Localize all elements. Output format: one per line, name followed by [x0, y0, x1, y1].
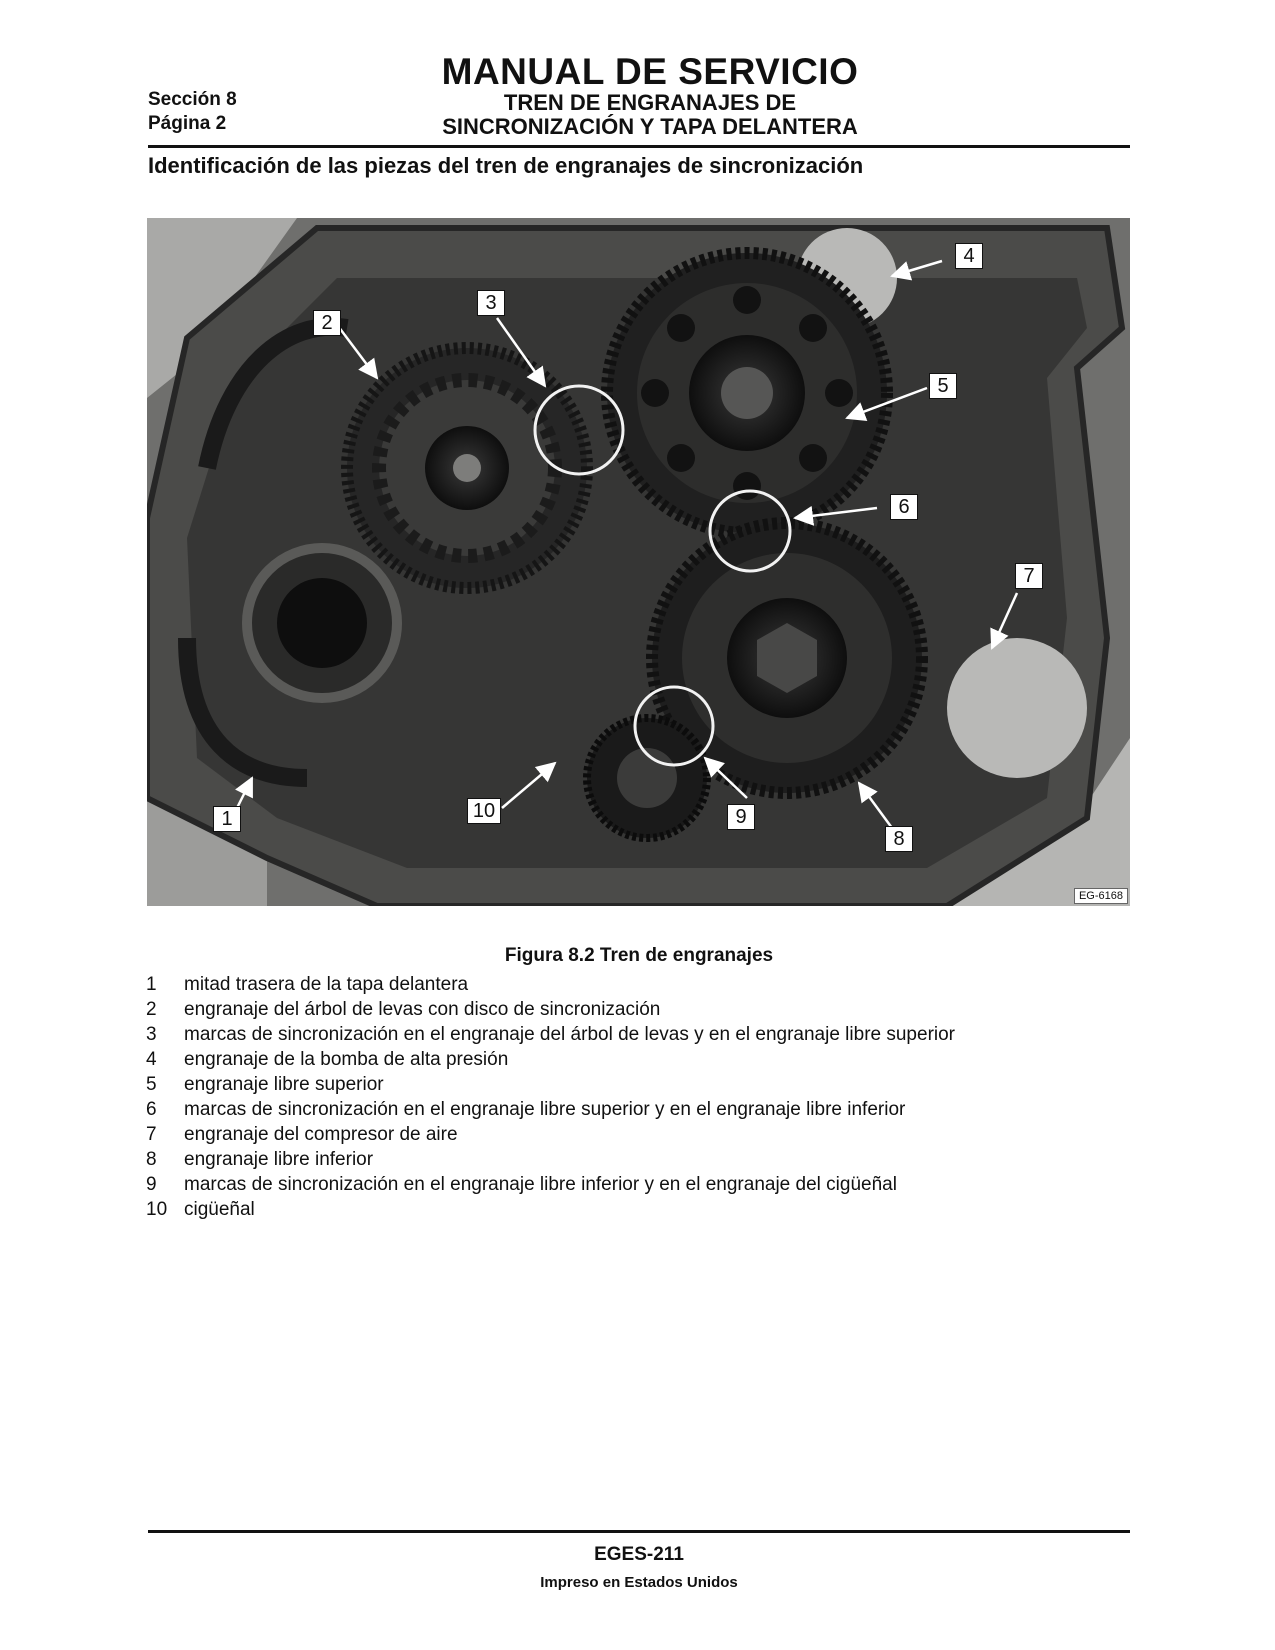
legend-text: mitad trasera de la tapa delantera	[184, 974, 469, 995]
gear-train-figure: 1 2 3 4 5 6 7 8 9 10 EG-6168	[147, 218, 1130, 906]
header-rule	[148, 145, 1130, 148]
legend-item: 10 cigüeñal	[146, 1197, 955, 1222]
callout-10: 10	[467, 798, 501, 824]
legend-item: 9 marcas de sincronización en el engranaj…	[146, 1172, 955, 1197]
legend-number: 6	[146, 1099, 157, 1120]
callout-3: 3	[477, 290, 505, 316]
legend-text: cigüeñal	[184, 1199, 255, 1220]
legend-item: 7 engranaje del compresor de aire	[146, 1122, 955, 1147]
page-number: Página 2	[148, 113, 227, 134]
footer-code: EGES-211	[594, 1544, 684, 1565]
legend-item: 6 marcas de sincronización en el engranaj…	[146, 1097, 955, 1122]
legend-item: 3 marcas de sincronización en el engranaj…	[146, 1022, 955, 1047]
image-code: EG-6168	[1073, 888, 1128, 904]
callout-2: 2	[313, 310, 341, 336]
legend-item: 2 engranaje del árbol de levas con disco …	[146, 997, 955, 1022]
legend-text: marcas de sincronización en el engranaje…	[184, 1174, 897, 1195]
footer-rule	[148, 1530, 1130, 1533]
legend-number: 3	[146, 1024, 157, 1045]
legend-number: 4	[146, 1049, 157, 1070]
legend-number: 8	[146, 1149, 157, 1170]
callout-4: 4	[955, 243, 983, 269]
legend-text: engranaje de la bomba de alta presión	[184, 1049, 509, 1070]
legend-item: 4 engranaje de la bomba de alta presión	[146, 1047, 955, 1072]
legend-number: 9	[146, 1174, 157, 1195]
callout-8: 8	[885, 826, 913, 852]
parts-legend: 1 mitad trasera de la tapa delantera 2 eng…	[146, 972, 955, 1222]
legend-number: 5	[146, 1074, 157, 1095]
legend-text: marcas de sincronización en el engranaje…	[184, 1024, 956, 1045]
legend-number: 10	[146, 1199, 168, 1220]
section-info: Sección 8 Página 2	[148, 88, 237, 136]
gear-train-photo	[147, 218, 1130, 906]
callout-9: 9	[727, 804, 755, 830]
legend-item: 5 engranaje libre superior	[146, 1072, 955, 1097]
callout-5: 5	[929, 373, 957, 399]
legend-text: engranaje del árbol de levas con disco d…	[184, 999, 661, 1020]
legend-number: 7	[146, 1124, 157, 1145]
callout-7: 7	[1015, 563, 1043, 589]
legend-item: 8 engranaje libre inferior	[146, 1147, 955, 1172]
legend-text: engranaje libre inferior	[184, 1149, 374, 1170]
manual-title: MANUAL DE SERVICIO	[441, 51, 859, 92]
callout-1: 1	[213, 806, 241, 832]
legend-item: 1 mitad trasera de la tapa delantera	[146, 972, 955, 997]
callout-6: 6	[890, 494, 918, 520]
legend-text: engranaje del compresor de aire	[184, 1124, 458, 1145]
chapter-title-line2: SINCRONIZACIÓN Y TAPA DELANTERA	[442, 114, 858, 139]
chapter-title-line1: TREN DE ENGRANAJES DE	[503, 90, 797, 115]
legend-number: 1	[146, 974, 157, 995]
legend-text: marcas de sincronización en el engranaje…	[184, 1099, 906, 1120]
footer-note: Impreso en Estados Unidos	[540, 1574, 738, 1591]
section-number: Sección 8	[148, 89, 237, 110]
section-heading: Identificación de las piezas del tren de…	[148, 153, 864, 178]
figure-caption: Figura 8.2 Tren de engranajes	[504, 945, 774, 966]
legend-text: engranaje libre superior	[184, 1074, 384, 1095]
legend-number: 2	[146, 999, 157, 1020]
